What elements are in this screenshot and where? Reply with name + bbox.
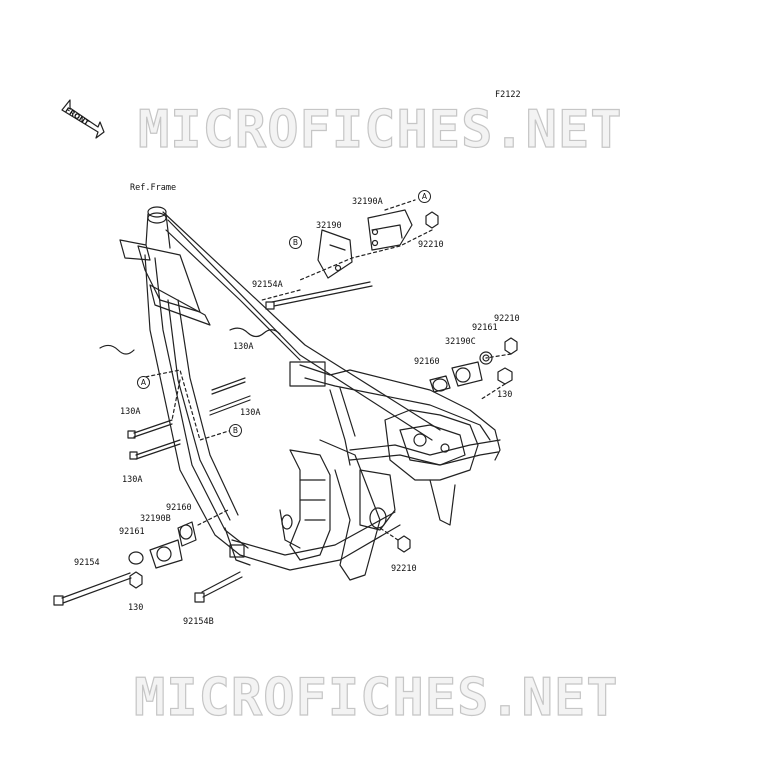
part-32190B: 32190B [140, 514, 171, 524]
part-92161-right: 92161 [472, 323, 498, 333]
ref-frame-label: Ref.Frame [130, 183, 177, 193]
part-130-right: 130 [497, 390, 513, 400]
callout-b-top: B [289, 236, 302, 249]
part-92161-left: 92161 [119, 527, 145, 537]
callout-b-left: B [229, 424, 242, 437]
part-92160-left: 92160 [166, 503, 192, 513]
part-32190: 32190 [316, 221, 342, 231]
part-32190A: 32190A [352, 197, 383, 207]
part-92154A: 92154A [252, 280, 283, 290]
part-92210-right: 92210 [494, 314, 520, 324]
callout-a-top: A [418, 190, 431, 203]
part-92210-bottom: 92210 [391, 564, 417, 574]
watermark-bottom: MICROFICHES.NET [133, 667, 619, 728]
part-130A-d: 130A [122, 475, 143, 485]
front-arrow-icon [61, 99, 105, 139]
part-130A-a: 130A [233, 342, 254, 352]
watermark-top: MICROFICHES.NET [137, 99, 623, 160]
part-92210-top: 92210 [418, 240, 444, 250]
part-32190C: 32190C [445, 337, 476, 347]
part-92154B: 92154B [183, 617, 214, 627]
figure-code: F2122 [495, 90, 521, 100]
part-130A-c: 130A [120, 407, 141, 417]
part-130-left: 130 [128, 603, 144, 613]
callout-a-left: A [137, 376, 150, 389]
part-92154: 92154 [74, 558, 100, 568]
part-92160-right: 92160 [414, 357, 440, 367]
part-130A-b: 130A [240, 408, 261, 418]
